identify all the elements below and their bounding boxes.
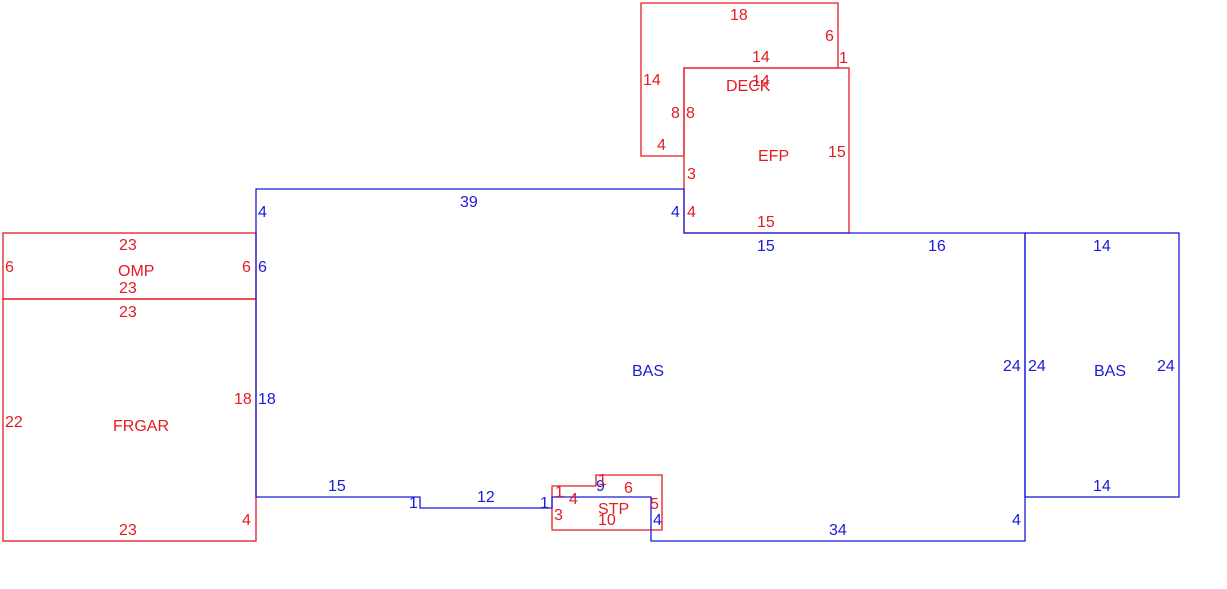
- dim-label: 1: [540, 495, 549, 512]
- dim-label: 1: [598, 472, 607, 489]
- dim-label: 18: [730, 7, 748, 24]
- dim-label: 4: [657, 137, 666, 154]
- dim-label: 14: [752, 49, 770, 66]
- dim-label: 10: [598, 512, 616, 529]
- dim-label: 14: [643, 72, 661, 89]
- dim-label: 4: [258, 204, 267, 221]
- dim-label: 4: [1012, 512, 1021, 529]
- stp-outline: [551, 474, 663, 531]
- dim-label: 15: [757, 214, 775, 231]
- dim-label: 6: [5, 259, 14, 276]
- dim-label: 4: [653, 512, 662, 529]
- dim-label: 18: [258, 391, 276, 408]
- dim-label: 22: [5, 414, 23, 431]
- dim-label: 15: [757, 238, 775, 255]
- dim-label: 1: [409, 495, 418, 512]
- dim-label: 14: [1093, 238, 1111, 255]
- stp-label: STP: [598, 501, 629, 518]
- dim-label: 16: [928, 238, 946, 255]
- deck-label: DECK: [726, 78, 771, 95]
- dim-label: 14: [752, 73, 770, 90]
- dim-label: 6: [242, 259, 251, 276]
- dim-label: 15: [828, 144, 846, 161]
- bas-main-label: BAS: [632, 363, 664, 380]
- dim-label: 4: [569, 491, 578, 508]
- dim-label: 4: [687, 204, 696, 221]
- dim-label: 23: [119, 522, 137, 539]
- dim-label: 23: [119, 304, 137, 321]
- frgar-label: FRGAR: [113, 418, 169, 435]
- dim-label: 8: [671, 105, 680, 122]
- efp-label: EFP: [758, 148, 789, 165]
- dim-label: 23: [119, 280, 137, 297]
- bas-right-label: BAS: [1094, 363, 1126, 380]
- dim-label: 39: [460, 194, 478, 211]
- omp-label: OMP: [118, 263, 154, 280]
- dim-label: 24: [1003, 358, 1021, 375]
- dim-label: 14: [1093, 478, 1111, 495]
- dim-label: 23: [119, 237, 137, 254]
- dim-label: 5: [650, 496, 659, 513]
- dim-label: 34: [829, 522, 847, 539]
- bas-right-outline: [1024, 232, 1180, 498]
- dim-label: 3: [554, 507, 563, 524]
- dim-label: 3: [687, 166, 696, 183]
- dim-label: 6: [825, 28, 834, 45]
- dim-label: 24: [1028, 358, 1046, 375]
- dim-label: 4: [671, 204, 680, 221]
- dim-label: 8: [686, 105, 695, 122]
- dim-label: 12: [477, 489, 495, 506]
- dim-label: 24: [1157, 358, 1175, 375]
- dim-label: 1: [839, 50, 848, 67]
- dim-label: 15: [328, 478, 346, 495]
- dim-label: 1: [555, 484, 564, 501]
- dim-label: 4: [242, 512, 251, 529]
- dim-label: 6: [624, 480, 633, 497]
- bas-main-outline: [255, 188, 1026, 542]
- dim-label: 9: [596, 478, 605, 495]
- dim-label: 6: [258, 259, 267, 276]
- dim-label: 18: [234, 391, 252, 408]
